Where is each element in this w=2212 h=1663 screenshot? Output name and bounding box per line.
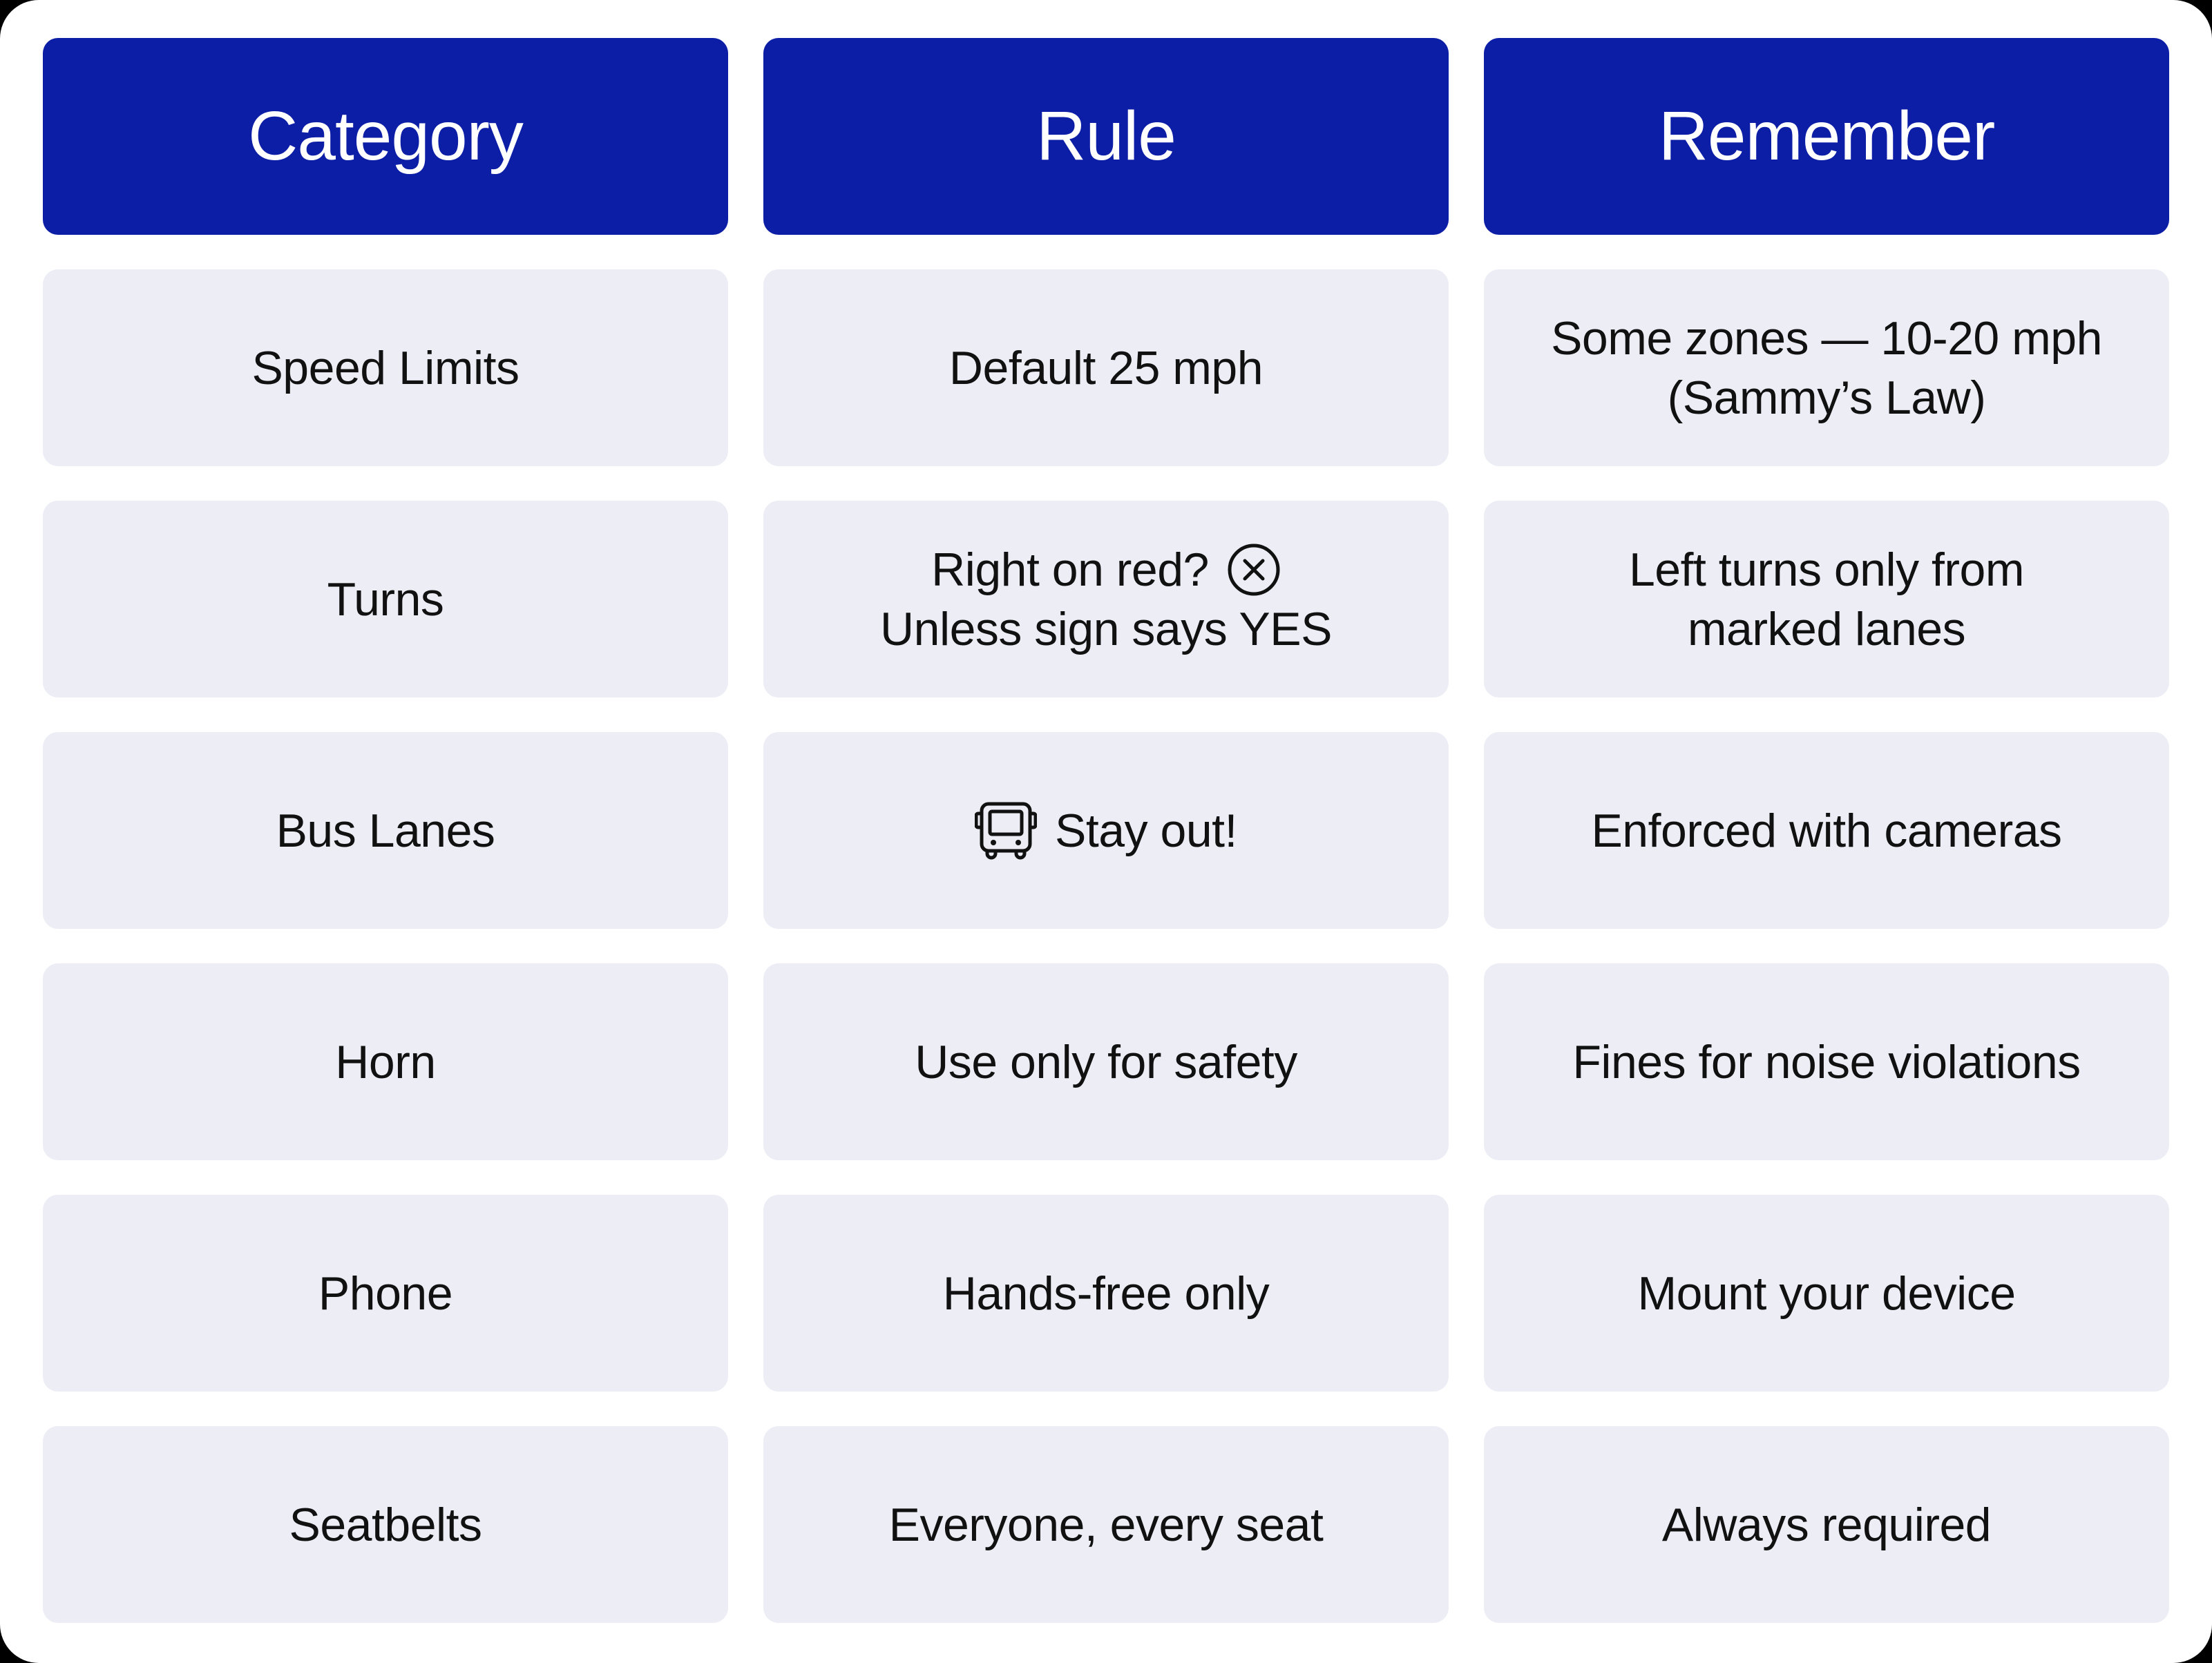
cell-rule-phone: Hands-free only [763,1195,1449,1392]
remember-text-line-1: Left turns only from [1628,543,2025,596]
category-text: Seatbelts [289,1498,482,1551]
header-category: Category [43,38,728,235]
cell-remember-speed-limits: Some zones — 10-20 mph (Sammy’s Law) [1484,269,2169,466]
cell-rule-seatbelts: Everyone, every seat [763,1426,1449,1623]
cell-category-speed-limits: Speed Limits [43,269,728,466]
circle-x-icon [1227,543,1281,597]
cell-remember-turns: Left turns only from marked lanes [1484,501,2169,698]
remember-text: Fines for noise violations [1572,1035,2081,1088]
rule-text: Default 25 mph [948,341,1264,394]
remember-text-line-2: (Sammy’s Law) [1667,371,1986,424]
rule-text: Use only for safety [915,1035,1297,1088]
cell-category-phone: Phone [43,1195,728,1392]
category-text: Speed Limits [251,341,519,394]
cell-rule-bus-lanes: Stay out! [763,732,1449,929]
rule-text: Hands-free only [942,1267,1270,1320]
cell-category-seatbelts: Seatbelts [43,1426,728,1623]
cell-rule-turns: Right on red? Unless sign says YES [763,501,1449,698]
cell-rule-speed-limits: Default 25 mph [763,269,1449,466]
cell-rule-horn: Use only for safety [763,963,1449,1160]
rule-text-line-2: Unless sign says YES [880,602,1332,655]
header-remember: Remember [1484,38,2169,235]
rule-line-1-row: Right on red? [931,540,1281,599]
header-remember-label: Remember [1658,97,1996,175]
category-text: Phone [318,1267,453,1320]
rules-table: Category Rule Remember Speed Limits Defa… [43,38,2169,1623]
header-category-label: Category [248,97,524,175]
cell-category-turns: Turns [43,501,728,698]
remember-text: Enforced with cameras [1591,804,2062,857]
remember-text-line-1: Some zones — 10-20 mph [1551,311,2102,365]
remember-text-line-2: marked lanes [1687,602,1966,655]
rule-text-line-1: Right on red? [931,543,1209,596]
rule-text: Everyone, every seat [888,1498,1324,1551]
category-text: Turns [327,573,444,626]
cell-remember-seatbelts: Always required [1484,1426,2169,1623]
rule-row: Stay out! [975,801,1237,861]
header-rule-label: Rule [1036,97,1176,175]
category-text: Horn [335,1035,436,1088]
header-rule: Rule [763,38,1449,235]
cell-remember-horn: Fines for noise violations [1484,963,2169,1160]
remember-text: Always required [1661,1498,1992,1551]
remember-text: Mount your device [1637,1267,2016,1320]
cell-category-horn: Horn [43,963,728,1160]
rule-text: Stay out! [1055,804,1237,857]
cell-category-bus-lanes: Bus Lanes [43,732,728,929]
cell-remember-bus-lanes: Enforced with cameras [1484,732,2169,929]
category-text: Bus Lanes [276,804,495,857]
cell-remember-phone: Mount your device [1484,1195,2169,1392]
bus-icon [975,802,1038,860]
